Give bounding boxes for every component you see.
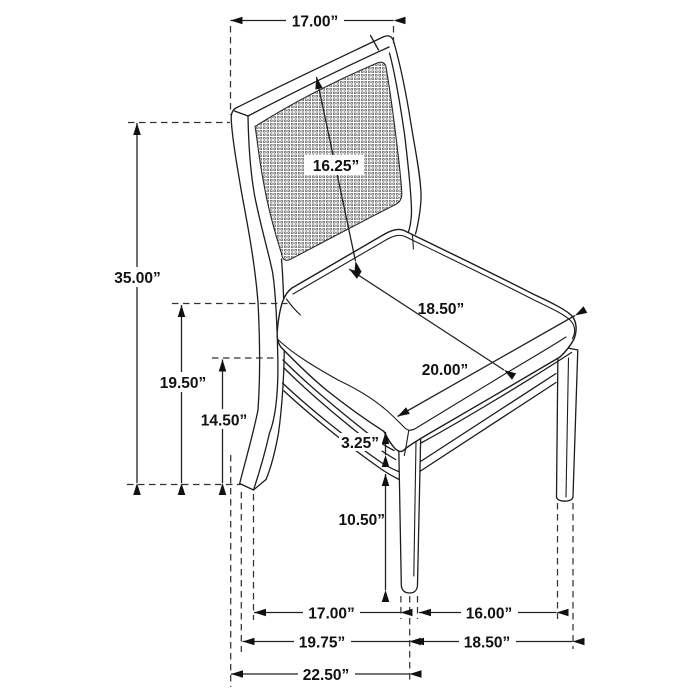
- svg-text:35.00”: 35.00”: [114, 270, 161, 287]
- svg-text:16.25”: 16.25”: [313, 158, 360, 175]
- svg-text:10.50”: 10.50”: [338, 512, 385, 529]
- svg-text:18.50”: 18.50”: [464, 635, 511, 652]
- svg-text:20.00”: 20.00”: [422, 362, 469, 379]
- svg-text:16.00”: 16.00”: [466, 606, 513, 623]
- svg-text:17.00”: 17.00”: [292, 14, 339, 31]
- svg-text:22.50”: 22.50”: [303, 667, 350, 684]
- svg-text:18.50”: 18.50”: [418, 301, 465, 318]
- svg-text:3.25”: 3.25”: [341, 435, 379, 452]
- svg-text:19.50”: 19.50”: [160, 375, 207, 392]
- svg-text:14.50”: 14.50”: [201, 413, 248, 430]
- svg-text:17.00”: 17.00”: [308, 606, 355, 623]
- svg-text:19.75”: 19.75”: [299, 635, 346, 652]
